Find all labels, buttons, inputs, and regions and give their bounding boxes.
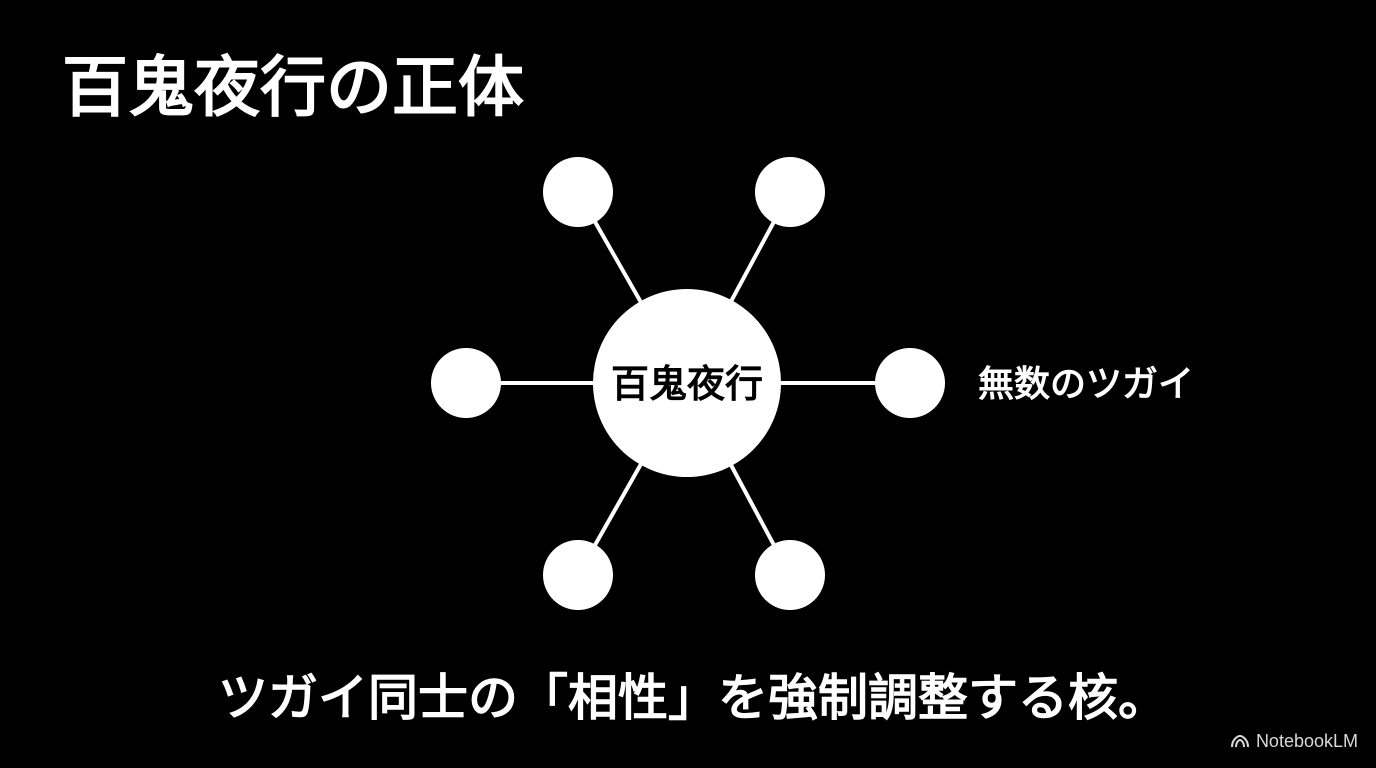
notebooklm-logo-icon: [1230, 734, 1249, 748]
satellite-node-top-left: [543, 157, 613, 227]
satellite-node-bottom-left: [543, 540, 613, 610]
brand-label: NotebookLM: [1255, 731, 1358, 751]
satellite-node-top-right: [755, 157, 825, 227]
hub-label: 百鬼夜行: [610, 362, 763, 406]
satellite-node-bottom-right: [755, 540, 825, 610]
brand-watermark: NotebookLM: [1230, 730, 1358, 752]
slide-caption: ツガイ同士の「相性」を強制調整する核。: [218, 668, 1168, 727]
slide-title: 百鬼夜行の正体: [62, 49, 524, 126]
satellite-group-label: 無数のツガイ: [978, 364, 1195, 405]
satellite-node-left: [431, 348, 501, 418]
hub-node: [593, 289, 781, 477]
satellite-node-right: [875, 348, 945, 418]
